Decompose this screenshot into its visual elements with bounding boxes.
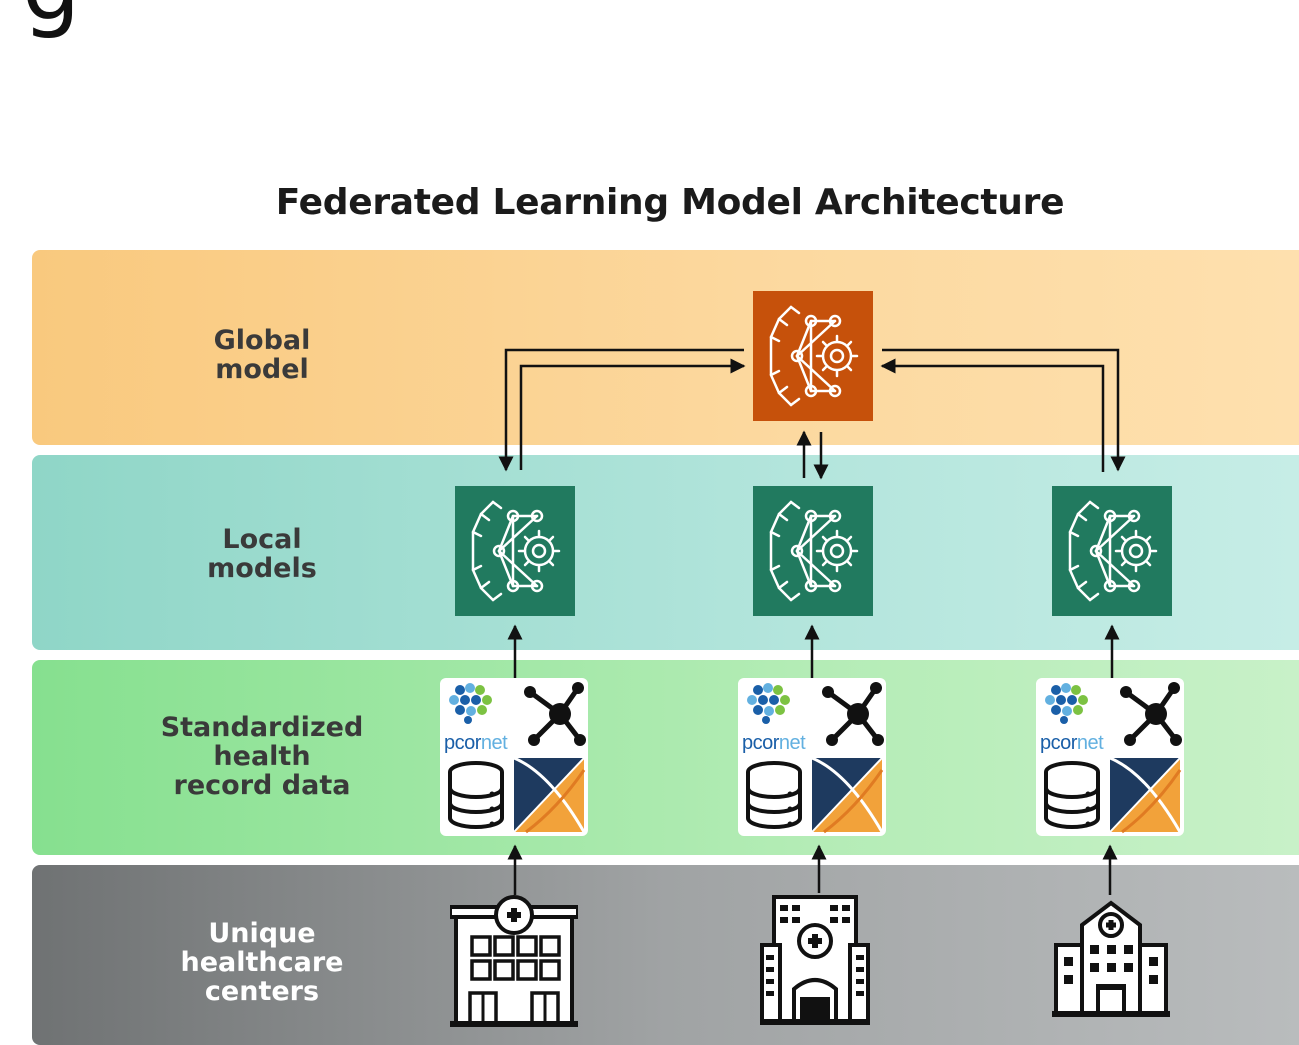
arrow-global-to-local-1 (498, 348, 744, 472)
health-record-data-label: Standardized health record data (160, 712, 364, 801)
arrow-local-3-to-global (880, 358, 1105, 472)
hospital-building-icon (450, 895, 578, 1027)
pcornet-logo-text: pcornet (1040, 732, 1104, 754)
arrow-local-1-to-global (519, 358, 746, 470)
data-standards-tile-2: pcornet (738, 678, 886, 836)
arrow-global-to-local-3 (882, 348, 1126, 472)
global-model-label: Global model (213, 325, 311, 385)
diagram-title: Federated Learning Model Architecture (275, 182, 1065, 223)
pcornet-logo-text: pcornet (444, 732, 508, 754)
data-standards-tile-3: pcornet (1036, 678, 1184, 836)
hospital-tower-icon (760, 895, 870, 1025)
data-standards-tile-1: pcornet (440, 678, 588, 836)
cropped-glyph: g (22, 0, 80, 34)
global-model-node (753, 291, 873, 421)
local-models-label: Local models (207, 524, 317, 584)
hospital-clinic-icon (1052, 900, 1170, 1017)
local-model-node-2 (753, 486, 873, 616)
healthcare-centers-label: Unique healthcare centers (180, 918, 344, 1007)
local-model-node-1 (455, 486, 575, 616)
pcornet-logo-text: pcornet (742, 732, 806, 754)
local-model-node-3 (1052, 486, 1172, 616)
global-model-band: Global model (32, 250, 1299, 445)
